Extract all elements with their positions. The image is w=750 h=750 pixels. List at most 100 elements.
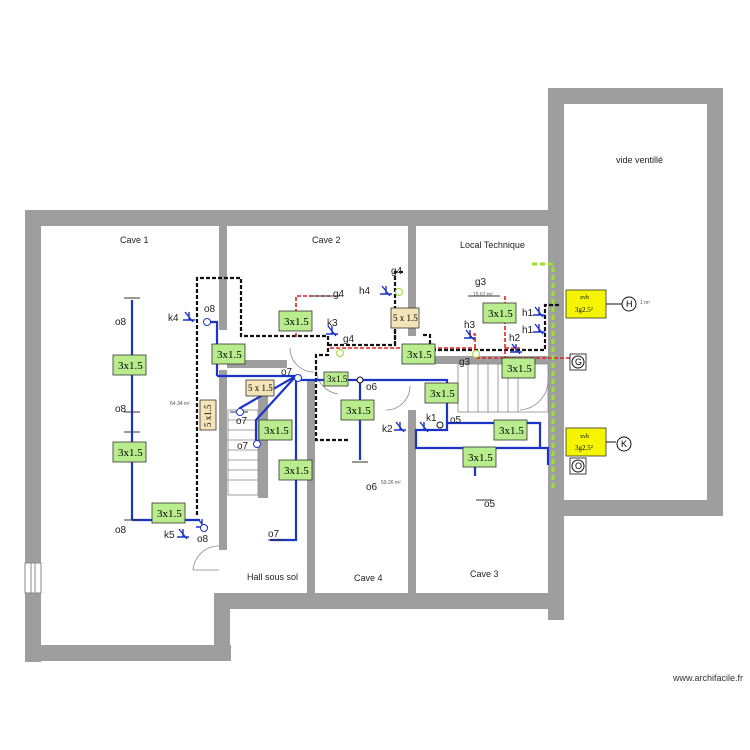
svg-text:3x1.5: 3x1.5 xyxy=(284,316,309,328)
svg-text:3x1.5: 3x1.5 xyxy=(346,405,371,417)
label-o8-b: o8 xyxy=(115,404,127,415)
wall-top xyxy=(25,210,550,226)
points xyxy=(200,288,480,532)
switch-h4-icon xyxy=(380,285,392,297)
label-k4: k4 xyxy=(168,313,179,324)
cable-label-3x15-k: 3x1.5 xyxy=(424,382,459,404)
svg-text:K: K xyxy=(621,439,627,449)
door-cave1 xyxy=(192,545,220,571)
door-local xyxy=(519,381,549,411)
label-h1-a: h1 xyxy=(522,308,534,319)
room-label-cave3: Cave 3 xyxy=(470,569,499,579)
room-label-cave2: Cave 2 xyxy=(312,235,341,245)
svg-text:H: H xyxy=(626,299,633,309)
label-o7-a: o7 xyxy=(281,367,293,378)
label-k5: k5 xyxy=(164,530,175,541)
circuit-marker-g: G xyxy=(569,353,587,371)
cable-label-5x15-vertical: 5 x1.5 xyxy=(199,399,217,431)
label-g4-c: g4 xyxy=(343,334,355,345)
wall-bottom-left xyxy=(25,645,231,661)
switch-k3-icon xyxy=(326,325,338,337)
point-o5 xyxy=(436,421,444,429)
label-o6-a: o6 xyxy=(366,382,378,393)
cable-label-5x15-a: 5 x 1.5 xyxy=(390,307,420,329)
wall-hall-cave4 xyxy=(307,380,315,593)
svg-text:3x1.5: 3x1.5 xyxy=(468,452,493,464)
switch-k4-icon xyxy=(183,311,195,323)
wall-cave4-cave3 xyxy=(408,410,416,593)
point-g4-mid xyxy=(336,349,344,357)
staircase-hall xyxy=(227,409,259,496)
wall-local-bottom xyxy=(415,356,548,364)
junction-box-1: xvb 3g2.5² xyxy=(565,289,607,319)
svg-text:O: O xyxy=(575,461,582,471)
label-g4-b: g4 xyxy=(391,266,403,277)
label-o6-b: o6 xyxy=(366,482,378,493)
point-o7-hub xyxy=(294,374,302,382)
svg-text:5 x 1.5: 5 x 1.5 xyxy=(248,383,273,393)
svg-text:3x1.5: 3x1.5 xyxy=(118,447,143,459)
wall-vide-left-upper xyxy=(548,88,564,226)
svg-text:3x1.5: 3x1.5 xyxy=(217,349,242,361)
circuit-marker-o: O xyxy=(569,457,587,475)
cable-label-3x15-a: 3x1.5 xyxy=(112,354,147,376)
svg-text:3x1.5: 3x1.5 xyxy=(118,360,143,372)
cable-label-3x15-n: 3x1.5 xyxy=(493,419,528,441)
svg-text:3x1.5: 3x1.5 xyxy=(264,425,289,437)
svg-text:3g2.5²: 3g2.5² xyxy=(575,306,593,314)
switch-h3-icon xyxy=(464,329,476,341)
label-o8-a: o8 xyxy=(115,317,127,328)
label-g3-b: g3 xyxy=(459,357,471,368)
room-label-local-technique: Local Technique xyxy=(460,240,525,250)
cable-label-5x15-b: 5 x 1.5 xyxy=(245,379,275,397)
svg-text:3x1.5: 3x1.5 xyxy=(407,349,432,361)
cable-label-3x15-h: 3x1.5 xyxy=(258,419,293,441)
switch-h1a-icon xyxy=(533,306,545,318)
circuit-marker-k: K xyxy=(606,436,632,452)
room-label-vide-ventile: vide ventillé xyxy=(616,155,663,165)
svg-text:3x1.5: 3x1.5 xyxy=(507,363,532,375)
svg-text:3g2.5²: 3g2.5² xyxy=(575,444,593,452)
point-o7-c xyxy=(236,408,244,416)
point-g4-top xyxy=(395,288,403,296)
switch-k2-icon xyxy=(394,421,406,433)
point-g3 xyxy=(472,350,480,358)
area-vide: 1 m² xyxy=(640,300,650,306)
svg-text:3x1.5: 3x1.5 xyxy=(430,388,455,400)
point-o8-top xyxy=(203,318,211,326)
wall-top-right xyxy=(548,88,723,104)
door-cave4 xyxy=(315,367,339,395)
cable-labels: 3x1.5 3x1.5 3x1.5 3x1.5 3x1.5 3x1.5 3x1.… xyxy=(112,302,536,524)
svg-text:3x1.5: 3x1.5 xyxy=(499,425,524,437)
cable-label-3x15-i: 3x1.5 xyxy=(278,459,313,481)
window xyxy=(24,562,42,594)
cable-label-3x15-l: 3x1.5 xyxy=(482,302,517,324)
area-local: 15.67 m² xyxy=(473,292,493,298)
circuit-marker-h: H xyxy=(606,296,637,312)
cable-label-3x15-d: 3x1.5 xyxy=(211,343,246,365)
label-k2: k2 xyxy=(382,424,393,435)
doors xyxy=(192,347,549,571)
label-h2: h2 xyxy=(509,333,521,344)
point-o6 xyxy=(356,376,364,384)
label-o8-c: o8 xyxy=(115,525,127,536)
wall-left xyxy=(25,210,41,662)
watermark: www.archifacile.fr xyxy=(672,673,743,683)
wall-right-mid xyxy=(548,226,564,620)
door-cave3 xyxy=(385,385,411,411)
switch-k5-icon xyxy=(177,528,189,540)
wall-vide-bottom xyxy=(548,500,723,516)
cable-label-3x15-f: 3x1.5 xyxy=(323,371,349,387)
junction-box-2: xvb 3g2.5² xyxy=(565,427,607,457)
area-cave4: 59.26 m² xyxy=(381,480,401,486)
label-o7-c: o7 xyxy=(237,441,249,452)
wall-vide-right xyxy=(707,88,723,516)
label-o8-d: o8 xyxy=(204,304,216,315)
walls xyxy=(25,88,723,662)
label-o5-a: o5 xyxy=(450,415,462,426)
cable-label-3x15-j: 3x1.5 xyxy=(401,343,436,365)
cable-label-3x15-g: 3x1.5 xyxy=(340,399,375,421)
label-g4-a: g4 xyxy=(333,289,345,300)
label-o5-b: o5 xyxy=(484,499,496,510)
cable-label-3x15-m: 3x1.5 xyxy=(501,357,536,379)
